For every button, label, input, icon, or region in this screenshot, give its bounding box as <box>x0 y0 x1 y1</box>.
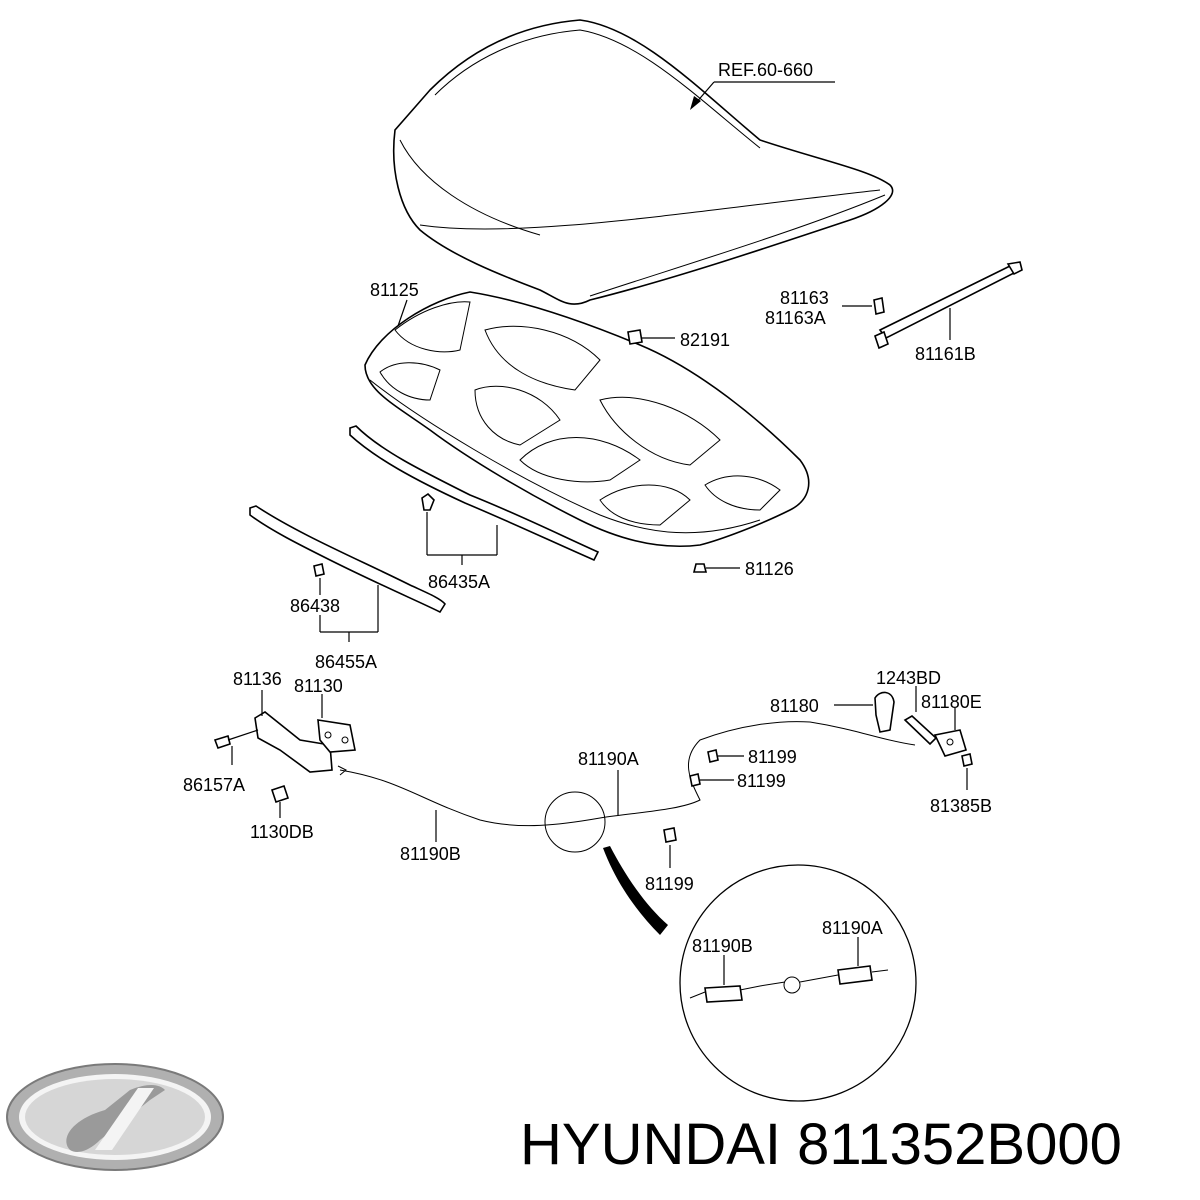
label-81125: 81125 <box>370 280 419 300</box>
part-number: 811352B000 <box>797 1112 1122 1177</box>
label-detail-81190a: 81190A <box>822 918 883 938</box>
label-81199-a: 81199 <box>748 747 797 767</box>
brand-name: HYUNDAI <box>520 1112 782 1177</box>
label-81199-b: 81199 <box>737 771 786 791</box>
label-detail-81190b: 81190B <box>692 936 753 956</box>
detail-view: 81190B 81190A <box>679 864 917 1102</box>
label-86435a: 86435A <box>428 572 490 592</box>
clip-81126 <box>692 563 708 573</box>
seal-86455a <box>249 505 446 614</box>
weatherstrip-86435a <box>349 425 600 562</box>
clip-86435a <box>421 492 435 511</box>
label-86438: 86438 <box>290 596 340 616</box>
bolt-86157a <box>213 734 231 750</box>
label-81163a: 81163A <box>765 308 826 328</box>
screw-81385b <box>961 753 973 767</box>
bumper-82191 <box>627 329 643 345</box>
label-81190a: 81190A <box>578 749 639 769</box>
label-86157a: 86157A <box>183 775 245 795</box>
label-86455a: 86455A <box>315 652 377 672</box>
label-1130db: 1130DB <box>250 822 314 842</box>
callout-arrow <box>603 846 668 935</box>
hood-inner-panel <box>364 291 810 548</box>
bolt-1130db <box>270 784 290 804</box>
clip-81199-c <box>663 827 677 843</box>
label-81385b: 81385B <box>930 796 992 816</box>
label-81126: 81126 <box>745 559 794 579</box>
label-81163: 81163 <box>780 288 829 308</box>
clip-86438 <box>313 563 325 577</box>
label-82191: 82191 <box>680 330 730 350</box>
label-81180: 81180 <box>770 696 819 716</box>
label-81180e: 81180E <box>921 692 982 712</box>
bolt-81163 <box>873 297 885 315</box>
release-cable <box>339 721 916 827</box>
gas-lift-81161b <box>874 261 1023 350</box>
clip-81199-b <box>689 773 701 787</box>
hood-panel <box>392 19 894 305</box>
hood-latch-81130 <box>254 711 356 773</box>
hood-release-81180 <box>874 691 967 757</box>
label-81130: 81130 <box>294 676 343 696</box>
detail-circle-small <box>544 791 606 853</box>
label-81161b: 81161B <box>915 344 976 364</box>
label-81199-c: 81199 <box>645 874 694 894</box>
label-ref: REF.60-660 <box>718 60 813 80</box>
label-1243bd: 1243BD <box>876 668 941 688</box>
footer-title: HYUNDAI 811352B000 <box>520 1100 1190 1190</box>
clip-81199-a <box>707 749 719 763</box>
hyundai-logo-icon <box>6 1063 224 1171</box>
label-81190b: 81190B <box>400 844 461 864</box>
label-81136: 81136 <box>233 669 282 689</box>
